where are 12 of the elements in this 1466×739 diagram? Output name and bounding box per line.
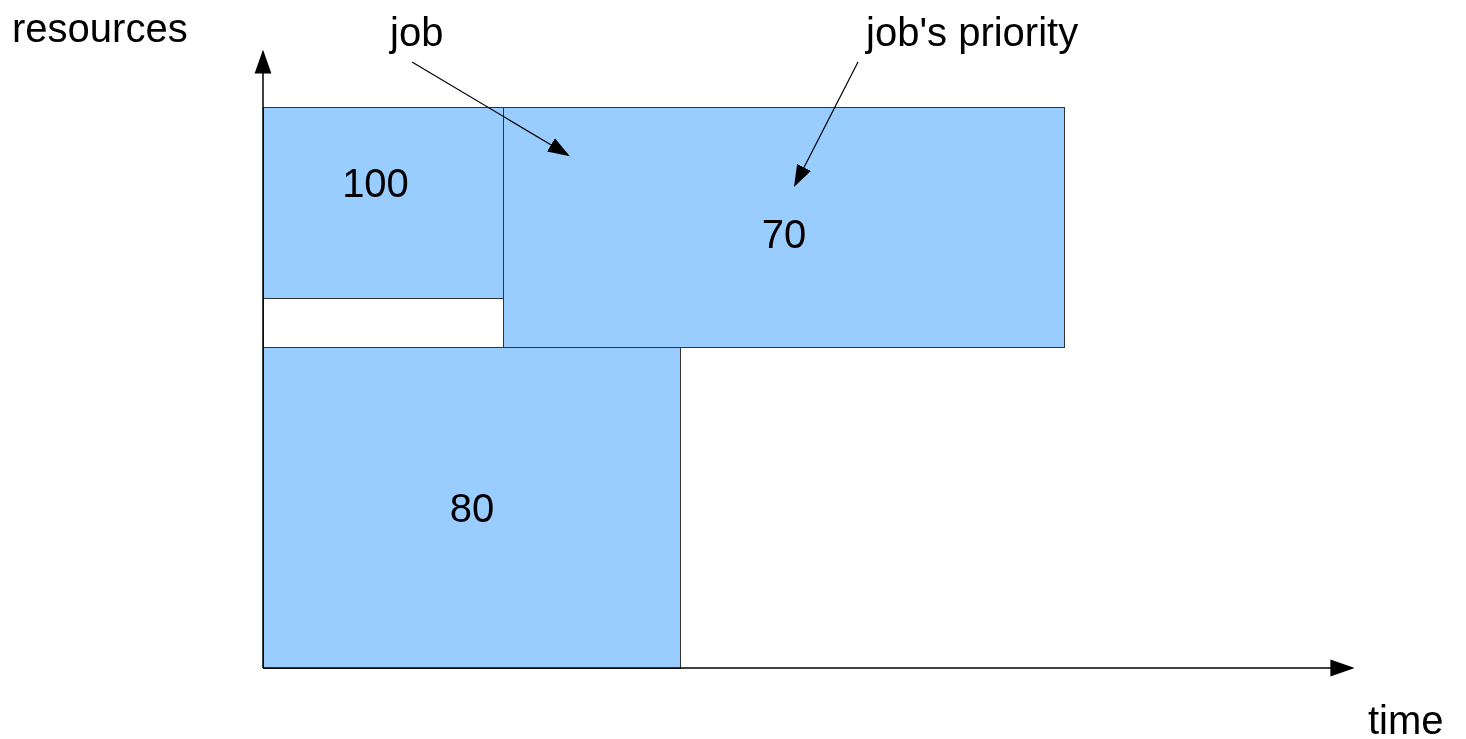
callout-text: job's priority xyxy=(866,12,1079,52)
leader-arrow xyxy=(411,61,570,157)
axis-label: resources xyxy=(12,8,188,48)
priority-value: 100 xyxy=(342,163,409,203)
priority-value: 80 xyxy=(449,488,495,528)
job-block xyxy=(263,347,681,669)
job-block xyxy=(503,107,1065,348)
leader-arrow xyxy=(794,61,859,187)
callout-text: job xyxy=(390,12,444,52)
priority-value: 70 xyxy=(761,213,807,254)
job-block xyxy=(263,107,504,299)
axis-label: time xyxy=(1368,700,1444,739)
